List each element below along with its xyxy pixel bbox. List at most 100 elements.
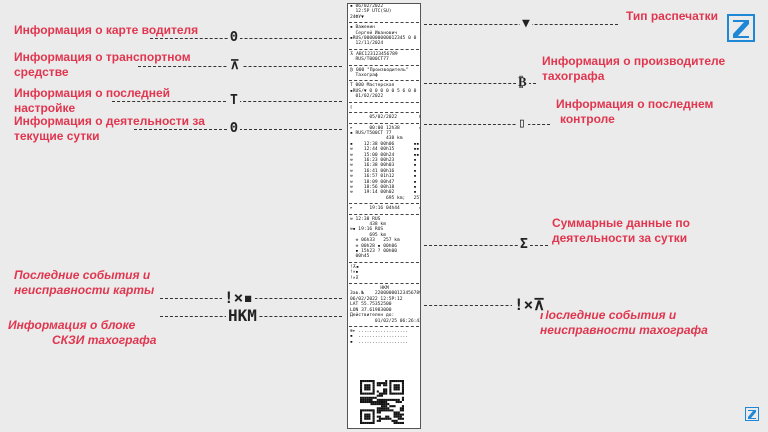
- label-line: Информация о транспортном: [14, 50, 191, 64]
- printout-line-activity: ▸ 00:00 12h38 ▪: [350, 125, 421, 131]
- skzi-symbol: НКМ: [226, 306, 259, 325]
- label-line: Суммарные данные по: [552, 216, 690, 230]
- printout-line-header: 24ФУ▼: [350, 14, 364, 20]
- label-line: Информация о производителе: [542, 54, 726, 68]
- label-line: СКЗИ тахографа: [52, 333, 157, 347]
- printout-separator: [349, 203, 419, 205]
- label-vehicle: Информация о транспортном средстве: [14, 50, 191, 80]
- printout-line-driver: ▪RUS/000000000012345 0 0: [350, 36, 417, 42]
- printout-line-skzi: Зав.№ 22000000123456789: [350, 291, 421, 297]
- printout-line-summary: 438 km: [350, 222, 386, 227]
- connector-manufacturer: [424, 83, 536, 84]
- label-line: неисправности тахографа: [540, 323, 708, 337]
- printout-line-skzi: LAT 55.75352500: [350, 302, 392, 308]
- printout-line-activity: ▪ RUS/T500CT 77: [350, 130, 392, 136]
- label-line: текущие сутки: [14, 129, 100, 143]
- printout-line-header: 12:5P UTC(SU): [350, 9, 392, 15]
- summary-symbol: Σ: [518, 237, 530, 252]
- setup-symbol: T: [228, 93, 240, 108]
- label-last-setup: Информация о последней настройке: [14, 86, 170, 116]
- printout-line-signature: ▪ ..................: [350, 339, 409, 345]
- printout-line-activity: 695 km; 257 km: [385, 195, 420, 201]
- printout-line-activity: ⚒ 19:14 00h02 ▪: [350, 190, 417, 196]
- label-daily-summary: Суммарные данные по деятельности за сутк…: [552, 216, 690, 246]
- printout-line-header: ▪ 06/02/2022: [350, 4, 384, 9]
- label-tacho-events: Последние события и неисправности тахогр…: [540, 308, 708, 338]
- printout-line-activity: ▪ 12:38 00h06 ▪▪: [350, 141, 420, 147]
- printout-line-manufacturer: Тахограф: [350, 73, 378, 79]
- label-line: неисправности карты: [14, 283, 155, 297]
- printout-line-rest: ▸ 19:16 04h44 ▪: [350, 206, 421, 212]
- label-card-events: Последние события и неисправности карты: [14, 268, 154, 298]
- printout-separator: [349, 112, 419, 114]
- printout-line-driver: ▪ Важенин: [350, 25, 375, 31]
- brand-logo-small-icon: [745, 407, 759, 421]
- label-today-activity: Информация о деятельности за текущие сут…: [14, 114, 205, 144]
- printout-line-driver: Сергей Иванович: [350, 30, 398, 36]
- label-line: Информация о последней: [14, 86, 171, 100]
- connector-driver-card: [150, 38, 342, 39]
- printout-line-vehicle: RUS/T000CT77: [350, 57, 389, 63]
- printout-line-events: !×▪: [350, 270, 359, 276]
- label-manufacturer: Информация о производителе тахографа: [542, 54, 725, 84]
- qr-code: [360, 380, 404, 424]
- label-line: тахографа: [542, 69, 605, 83]
- printout-body: ▪ 06/02/2022 12:5P UTC(SU)24ФУ▼ ▪ Важенин…: [348, 4, 420, 345]
- connector-last-control: [424, 124, 550, 125]
- printout-separator: [349, 48, 419, 50]
- tachograph-printout: ▪ 06/02/2022 12:5P UTC(SU)24ФУ▼ ▪ Важенин…: [347, 3, 421, 429]
- label-line: Информация о блоке: [8, 318, 136, 332]
- label-line: Информация о деятельности за: [14, 114, 205, 128]
- printout-line-signature: ⊕▸ ..................: [350, 328, 409, 334]
- label-line: Тип распечатки: [626, 9, 719, 23]
- printout-line-activity: ⚒ 16:57 01h12 ▪: [350, 174, 417, 180]
- printout-line-activity: ⚒ 12:44 00h15 ▪▪: [350, 147, 420, 153]
- label-line: контроле: [560, 112, 615, 126]
- label-skzi-block: Информация о блоке СКЗИ тахографа: [8, 318, 156, 348]
- printout-line-activity: 438 km: [350, 136, 403, 142]
- printout-line-skzi: 06/02/2022 12:5P:12: [350, 296, 403, 302]
- printout-line-summary: 00h45: [350, 254, 370, 260]
- connector-tacho-events: [424, 305, 534, 306]
- printout-line-activity: ⚒ 16:41 00h16 ▪: [350, 168, 417, 174]
- printout-line-activity: ⚒ 18:56 00h18 ▪: [350, 184, 417, 190]
- label-print-type: Тип распечатки: [626, 9, 718, 24]
- printout-line-summary: ⚒ 00h28 ▪ 00h06: [350, 243, 398, 249]
- printout-line-skzi: LON 37.61983000: [350, 307, 392, 313]
- printout-separator: [349, 101, 419, 103]
- label-line: Последние события и: [14, 268, 151, 282]
- printout-line-activity: ⚒ 15:00 00h24 ▪▪: [350, 152, 420, 158]
- printout-separator: [349, 261, 419, 263]
- label-line: настройке: [14, 101, 76, 115]
- vehicle-symbol: ⊼: [228, 58, 242, 73]
- printout-line-summary: ⚒ 12:38 RUS: [350, 216, 381, 222]
- label-line: Информация о последнем: [556, 97, 714, 111]
- label-driver-card: Информация о карте водителя: [14, 23, 198, 38]
- printout-line-control: ▯: [350, 104, 353, 110]
- printout-line-skzi: 01/02/25 06:26:43: [350, 318, 421, 324]
- printout-line-summary: 695 km: [350, 232, 386, 238]
- connector-daily-summary: [424, 245, 548, 246]
- manufacturer-symbol: ₿: [516, 75, 529, 90]
- printout-line-events: !×⊼: [350, 275, 359, 281]
- label-line: средстве: [14, 65, 69, 79]
- label-line: Последние события и: [540, 308, 677, 322]
- printout-line-setup: T 000 Мастерская: [350, 83, 395, 89]
- printout-line-manufacturer: ₿ 000 "Производитель": [350, 67, 409, 73]
- printout-line-day: 05/02/2022 0: [350, 115, 421, 121]
- printout-line-events: !⊼▪: [350, 264, 359, 270]
- printout-separator: [349, 64, 419, 66]
- printout-line-summary: ▪ 15h23 ? 00h00: [350, 249, 398, 255]
- printout-separator: [349, 325, 419, 327]
- label-line: Информация о карте водителя: [14, 23, 199, 37]
- driver-card-symbol: Θ: [228, 30, 240, 45]
- printout-separator: [349, 283, 419, 285]
- brand-logo-icon: [727, 14, 755, 42]
- printout-separator: [349, 80, 419, 82]
- control-symbol: ▯: [516, 116, 528, 131]
- printout-separator: [349, 22, 419, 24]
- printout-line-summary: ⚒▪ 19:16 RUS: [350, 227, 384, 233]
- printout-line-skzi: НКМ: [350, 286, 389, 292]
- printout-line-skzi: Действителен до:: [350, 313, 395, 319]
- label-line: деятельности за сутки: [552, 231, 688, 245]
